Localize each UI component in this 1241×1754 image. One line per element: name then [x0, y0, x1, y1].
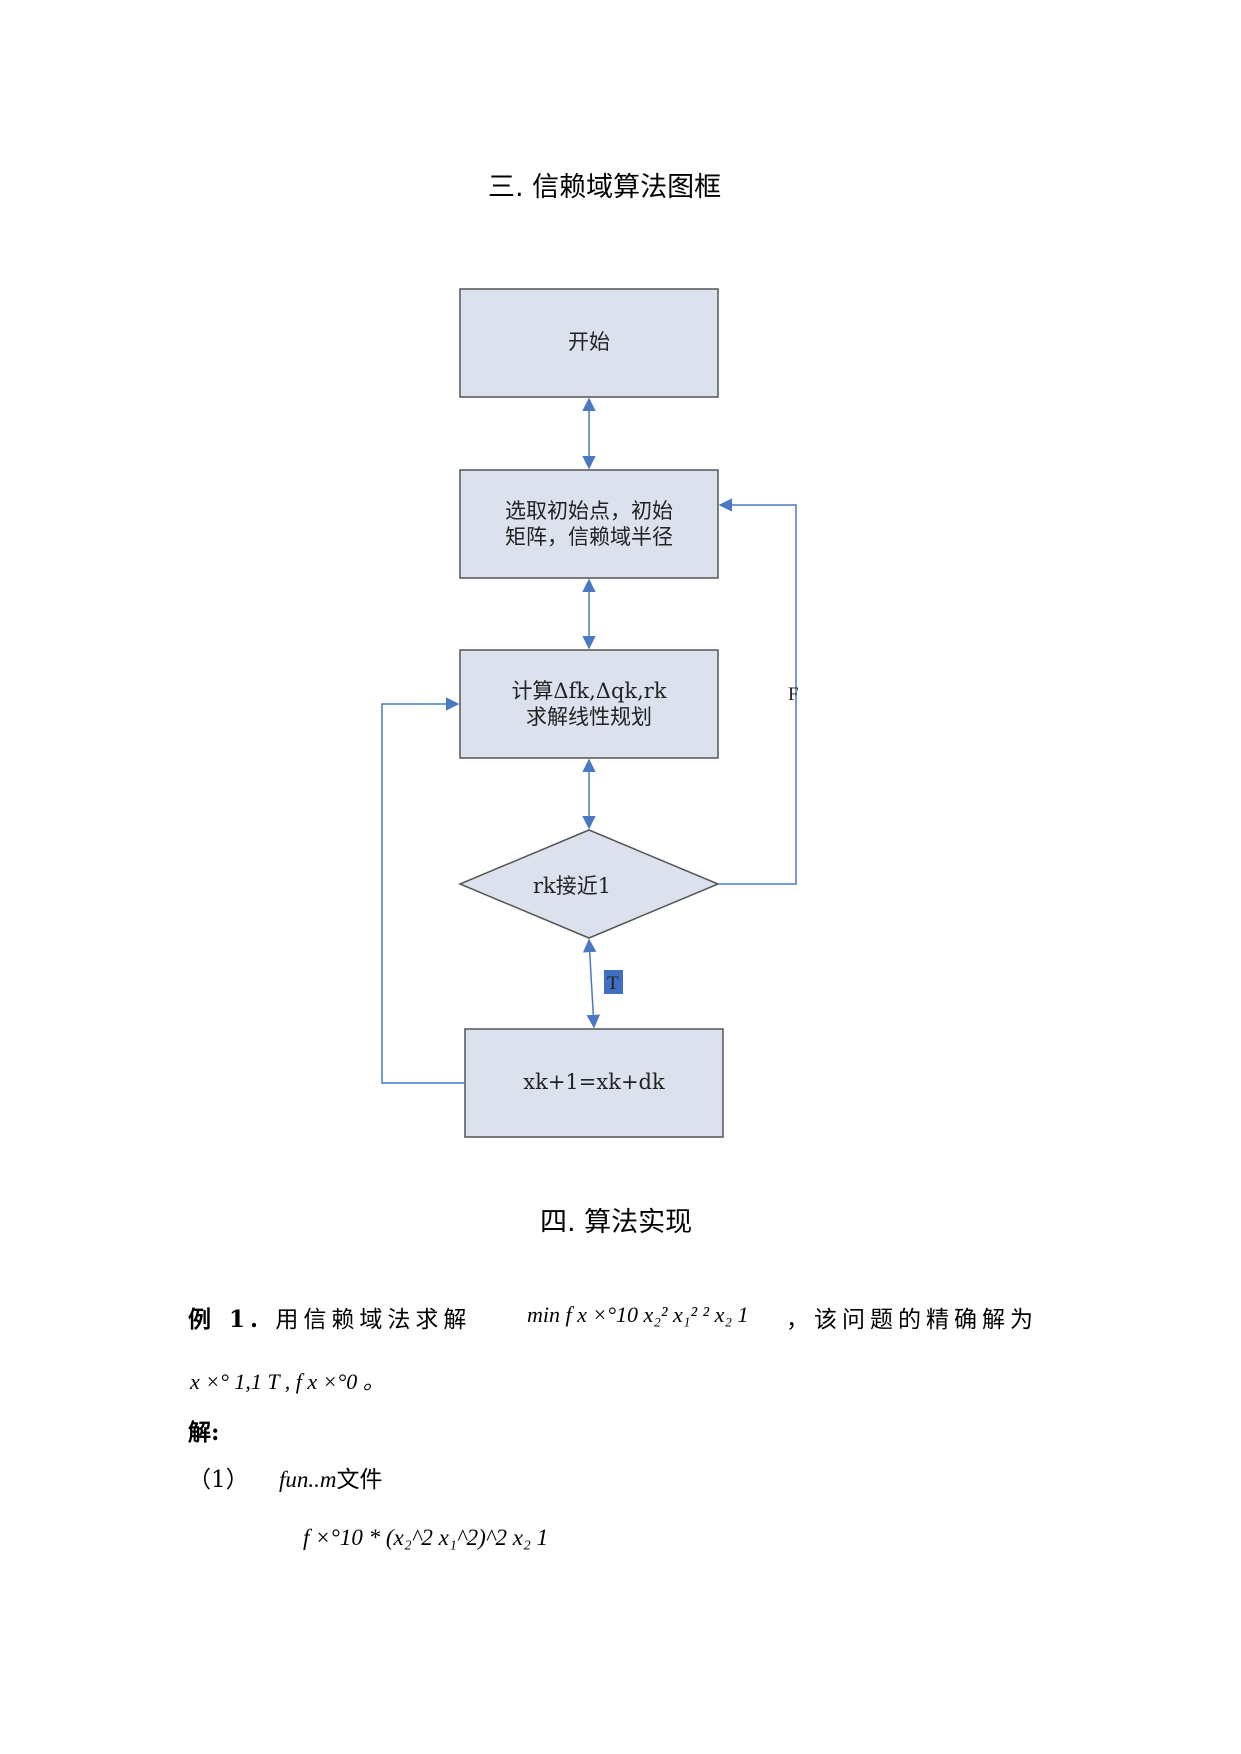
- start-box: [459, 288, 719, 398]
- example-label: 例 1.: [188, 1306, 264, 1333]
- init-box: [459, 469, 719, 579]
- true-label: T: [607, 973, 619, 994]
- step-1-file-suffix: 文件: [336, 1467, 383, 1493]
- compute-box-line-2: 求解线性规划: [526, 705, 652, 729]
- compute-box-line-1: 计算Δfk,Δqk,rk: [511, 679, 666, 703]
- example-line: 例 1. 用信赖域法求解: [188, 1300, 471, 1334]
- true-label-background: [604, 970, 623, 994]
- example-tail: ，该问题的精确解为: [786, 1307, 1038, 1333]
- example-text: 用信赖域法求解: [275, 1307, 472, 1333]
- compute-box: [459, 649, 719, 759]
- arrow-decision-update: [582, 938, 601, 1029]
- example-solution: x ×° 1,1 T , f x ×°0 。: [190, 1369, 385, 1394]
- false-label: F: [788, 684, 799, 705]
- decision-label: rk接近1: [533, 874, 611, 898]
- arrow-update-loop: [381, 697, 465, 1084]
- init-box-line-2: 矩阵，信赖域半径: [505, 525, 673, 549]
- section-4-title: 四. 算法实现: [540, 1207, 693, 1238]
- section-3-title: 三. 信赖域算法图框: [488, 172, 722, 203]
- step-1-line: （1）: [188, 1460, 249, 1494]
- decision-diamond: [458, 829, 720, 939]
- step-1-filename: fun..m: [279, 1467, 337, 1492]
- init-box-line-1: 选取初始点，初始: [505, 499, 673, 523]
- arrow-false-loop: [718, 498, 797, 885]
- solution-label: 解:: [188, 1419, 220, 1446]
- example-formula: min f x ×°10 x₂² x₁² ² x₂ 1: [527, 1302, 749, 1327]
- step-1-file: fun..m文件: [279, 1460, 383, 1494]
- step-1-code: f ×°10 * (x₂^2 x₁^2)^2 x₂ 1: [303, 1525, 549, 1550]
- update-box: [464, 1028, 724, 1138]
- step-1-number: （1）: [188, 1467, 249, 1493]
- start-box-label: 开始: [568, 330, 610, 354]
- update-box-label: xk+1=xk+dk: [523, 1070, 665, 1094]
